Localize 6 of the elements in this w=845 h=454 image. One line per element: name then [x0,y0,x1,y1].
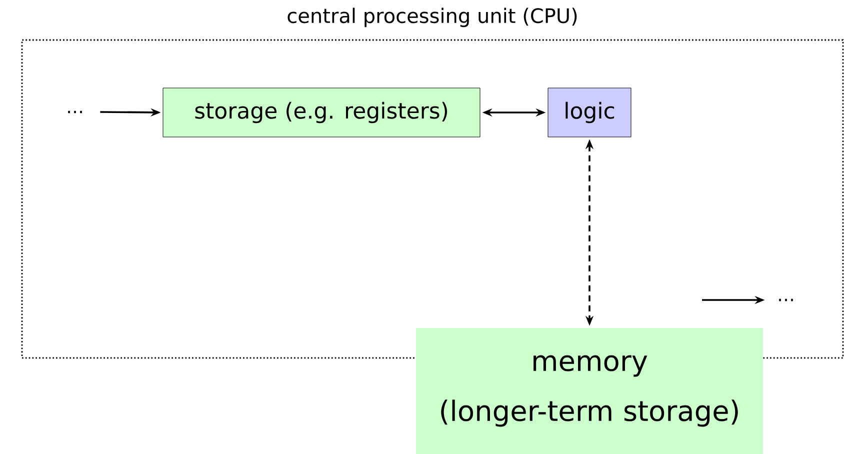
ellipsis-text: … [779,298,793,302]
ellipsis-text: … [68,110,82,114]
logic-box: logic [548,88,632,138]
node-label: central processing unit (CPU) [288,8,577,28]
memory-box: memory (longer-term storage) [416,328,763,454]
storage-box: storage (e.g. registers) [162,88,480,138]
